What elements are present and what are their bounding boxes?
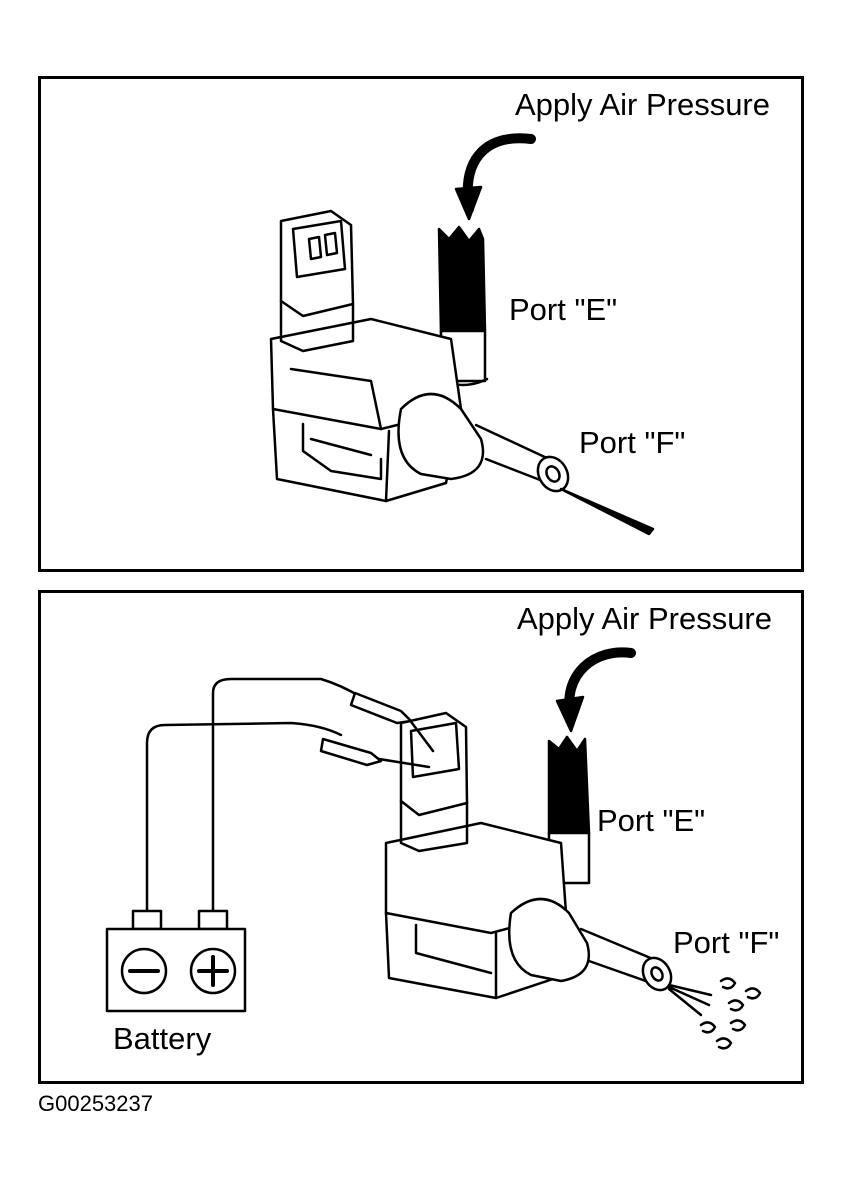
hose-port-e [437, 225, 487, 335]
port-f-label: Port "F" [579, 425, 686, 460]
port-e-label: Port "E" [597, 803, 706, 838]
air-spray [667, 983, 713, 1017]
battery-terminal-neg-post [131, 909, 163, 931]
apply-air-pressure-label: Apply Air Pressure [517, 601, 772, 636]
bottom-panel: Apply Air Pressure Port "E" Port "F" Bat… [38, 590, 804, 1084]
mounting-bracket [414, 923, 493, 975]
valve-housing [507, 897, 590, 983]
valve-housing [397, 392, 485, 481]
battery-label: Battery [113, 1021, 212, 1056]
mounting-bracket [301, 422, 383, 481]
wire-negative [145, 721, 343, 913]
hose-port-e [547, 735, 591, 837]
port-e-label: Port "E" [509, 292, 618, 327]
figure-code: G00253237 [38, 1091, 153, 1116]
minus-terminal-icon [120, 947, 168, 995]
battery-terminal-pos-post [197, 909, 229, 931]
probe-2 [349, 691, 413, 725]
top-panel: Apply Air Pressure Port "E" Port "F" [38, 76, 804, 572]
apply-air-pressure-label: Apply Air Pressure [515, 87, 770, 122]
wire-positive [211, 677, 363, 913]
plus-terminal-icon [189, 947, 237, 995]
probe-1 [319, 737, 383, 767]
port-f-label: Port "F" [673, 925, 780, 960]
vsv-diagram-bottom [105, 647, 762, 1050]
vsv-diagram-top [269, 133, 655, 536]
